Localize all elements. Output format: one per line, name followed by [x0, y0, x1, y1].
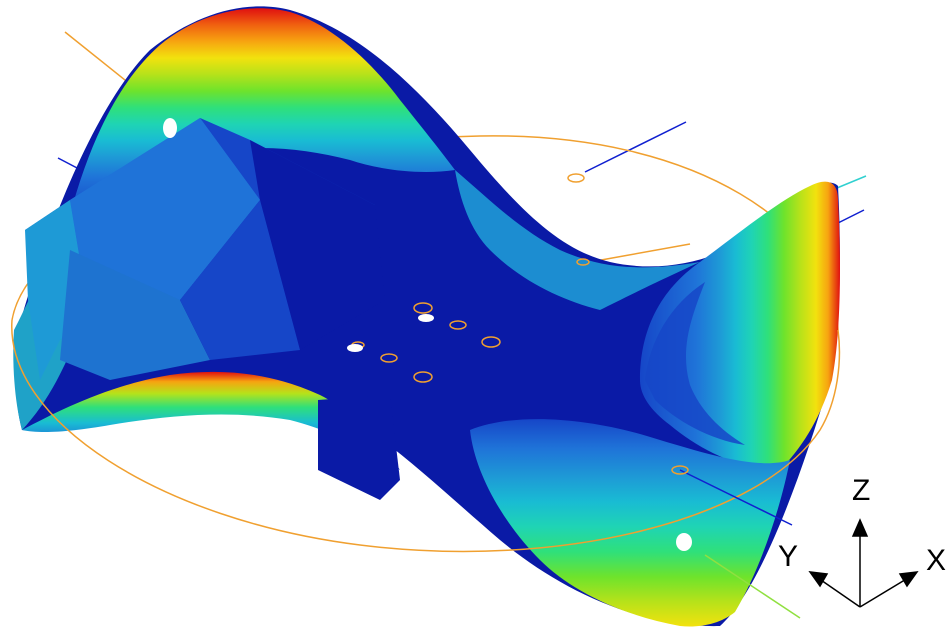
surface-contour-right-inner: [645, 282, 745, 445]
cylinder-outline-front: [11, 319, 841, 553]
surface-contour-front-right-lobe: [470, 419, 790, 627]
triad-axes-icon: [808, 518, 919, 608]
ray-lines-front: [679, 469, 801, 619]
z-axis-label: Z: [852, 474, 870, 507]
surface-contour-front-left-ridge: [22, 371, 400, 470]
surface-holes: [163, 118, 692, 551]
x-axis-label: X: [926, 544, 946, 577]
surface-contour-mid-band: [455, 170, 700, 310]
y-axis-label: Y: [778, 540, 798, 573]
source-ring-markers: [351, 173, 689, 475]
blocky-solid-object: [25, 118, 400, 500]
